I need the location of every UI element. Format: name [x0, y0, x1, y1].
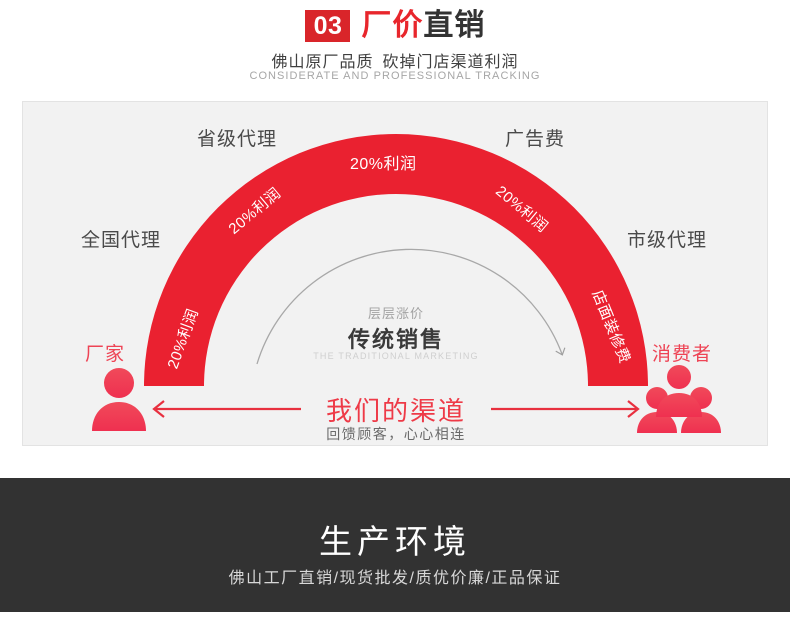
label-national-agent: 全国代理: [81, 230, 162, 251]
diagram-svg: [92, 134, 721, 433]
header-subtitle-en: CONSIDERATE AND PROFESSIONAL TRACKING: [249, 70, 541, 82]
footer-title: 生产环境: [319, 523, 471, 560]
label-ad-fee: 广告费: [505, 129, 566, 150]
channel-subtitle: 回馈顾客，心心相连: [326, 426, 466, 442]
section-production-environment: 生产环境 佛山工厂直销/现货批发/质优价廉/正品保证: [0, 478, 790, 612]
arc-caption-top: 20%利润: [350, 156, 417, 173]
label-consumer: 消费者: [652, 344, 713, 365]
label-factory: 厂家: [85, 344, 126, 365]
page-title: 厂价直销: [361, 9, 485, 43]
channel-title: 我们的渠道: [325, 396, 466, 426]
right-channel-arrow: [491, 400, 640, 418]
diagram-panel: 全国代理 省级代理 广告费 市级代理 厂家 消费者 20%利润 20%利润 20…: [22, 101, 768, 446]
section-number-badge: 03: [304, 10, 351, 42]
footer-subtitle: 佛山工厂直销/现货批发/质优价廉/正品保证: [228, 570, 562, 587]
gray-traditional-arc: [256, 248, 566, 365]
center-small-text: 层层涨价: [367, 306, 424, 321]
consumer-people-icon: [637, 365, 721, 433]
header-subtitle-left: 佛山原厂品质: [271, 54, 374, 71]
red-profit-arc: [144, 134, 648, 386]
left-channel-arrow: [152, 400, 301, 418]
factory-person-icon: [92, 368, 146, 431]
page-title-red: 厂价: [361, 9, 424, 42]
header-subtitle-right: 砍掉门店渠道利润: [382, 54, 519, 71]
page-title-dark: 直销: [423, 9, 486, 42]
header-title-row: 03 厂价直销: [0, 9, 790, 43]
center-en-text: THE TRADITIONAL MARKETING: [313, 351, 479, 361]
header-subtitle: 佛山原厂品质砍掉门店渠道利润: [0, 48, 790, 72]
label-provincial-agent: 省级代理: [197, 129, 278, 150]
label-city-agent: 市级代理: [627, 230, 708, 251]
center-big-text: 传统销售: [347, 327, 444, 352]
section-header: 03 厂价直销 佛山原厂品质砍掉门店渠道利润 CONSIDERATE AND P…: [0, 0, 790, 92]
